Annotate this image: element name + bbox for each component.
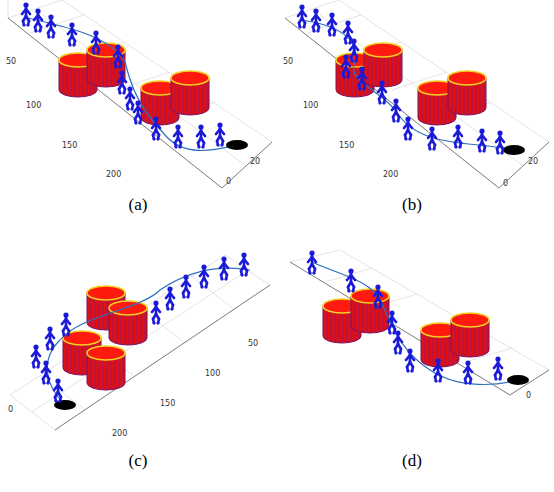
axis-tick: 200 <box>106 171 121 179</box>
axis-tick: 150 <box>62 142 77 150</box>
axis-tick: 200 <box>112 430 127 438</box>
axis-tick: 200 <box>383 171 398 179</box>
axis-tick: 0 <box>226 178 231 186</box>
axis-tick: 20 <box>250 158 260 166</box>
axis-tick: 100 <box>303 102 318 110</box>
axis-tick: 0 <box>8 406 13 414</box>
axis-tick: 50 <box>248 340 258 348</box>
panel-label: (a) <box>129 196 148 213</box>
axis-tick: 50 <box>283 58 293 66</box>
axis-tick: 20 <box>528 158 538 166</box>
axis-tick: 100 <box>26 102 41 110</box>
axis-tick: 0 <box>526 392 531 400</box>
axis-tick: 150 <box>339 142 354 150</box>
panel-label: (b) <box>402 196 422 213</box>
panel-label: (c) <box>129 452 148 469</box>
axis-tick: 150 <box>160 400 175 408</box>
axis-tick: 50 <box>6 58 16 66</box>
panel-label: (d) <box>402 452 422 469</box>
axis-tick: 100 <box>205 370 220 378</box>
axis-tick: 0 <box>503 180 508 188</box>
